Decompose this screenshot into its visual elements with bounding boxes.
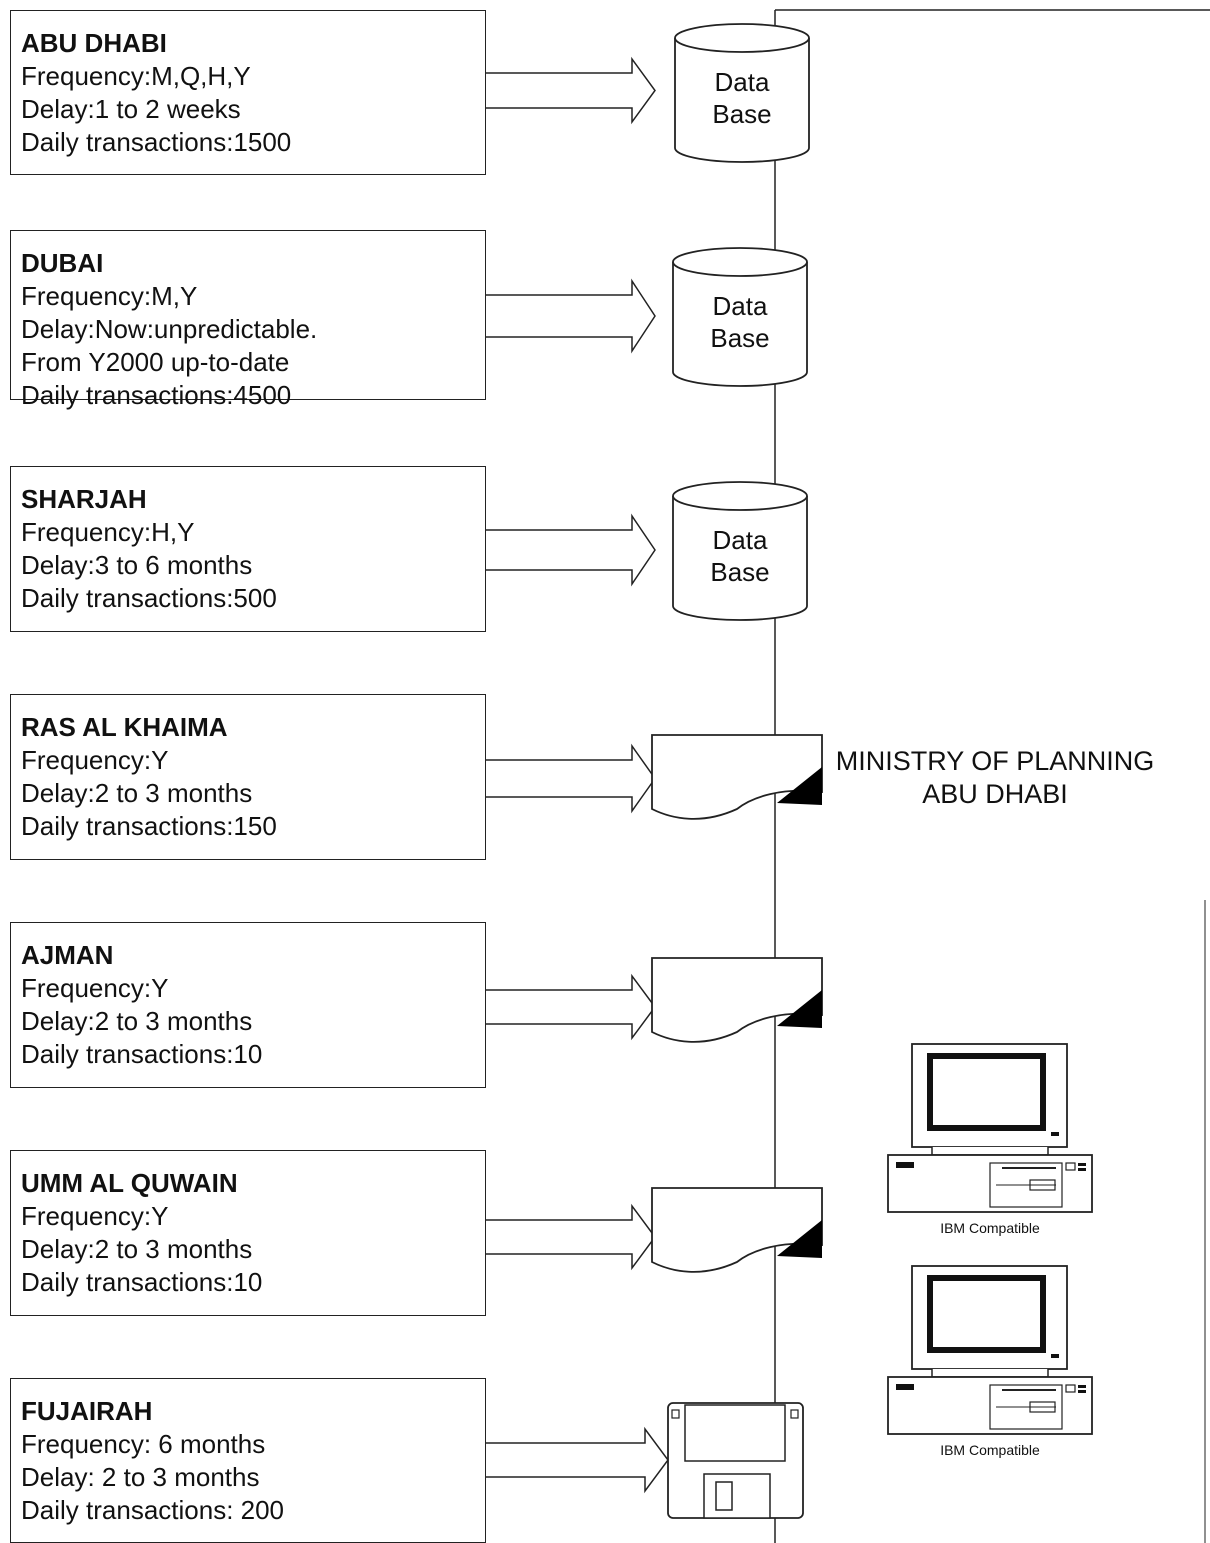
document-icon — [651, 734, 823, 820]
emirate-detail-line: Frequency: 6 months — [21, 1429, 266, 1459]
transfer-arrow — [486, 973, 656, 1041]
ministry-label: MINISTRY OF PLANNING ABU DHABI — [790, 745, 1200, 811]
emirate-detail-line: Delay: 2 to 3 months — [21, 1462, 260, 1492]
emirate-detail-line: Frequency:Y — [21, 973, 169, 1003]
transfer-arrow — [486, 513, 656, 587]
emirate-detail-line: From Y2000 up-to-date — [21, 347, 290, 377]
database-icon — [672, 247, 808, 387]
emirate-detail-line: Delay:3 to 6 months — [21, 550, 253, 580]
database-label-line: Base — [710, 323, 770, 353]
ministry-city: ABU DHABI — [922, 779, 1068, 809]
emirate-name: ABU DHABI — [21, 28, 167, 58]
transfer-arrow — [486, 743, 656, 814]
ministry-name: MINISTRY OF PLANNING — [835, 746, 1155, 776]
emirate-name: SHARJAH — [21, 484, 147, 514]
floppy-disk-icon — [667, 1402, 804, 1519]
emirate-detail-line: Delay:1 to 2 weeks — [21, 94, 241, 124]
emirate-detail-line: Delay:Now:unpredictable. — [21, 314, 318, 344]
emirate-detail-line: Daily transactions:10 — [21, 1267, 263, 1297]
document-corner-mark — [777, 1220, 822, 1258]
emirate-name: RAS AL KHAIMA — [21, 712, 228, 742]
document-corner-mark — [777, 990, 822, 1028]
emirate-detail-line: Delay:2 to 3 months — [21, 1234, 253, 1264]
computer-label: IBM Compatible — [940, 1442, 1040, 1458]
transfer-arrow — [486, 1203, 656, 1271]
emirate-detail-line: Daily transactions:4500 — [21, 380, 292, 410]
computer-label: IBM Compatible — [940, 1220, 1040, 1236]
database-label-line: Data — [714, 67, 770, 97]
emirate-detail-line: Daily transactions:1500 — [21, 127, 292, 157]
document-corner-mark — [777, 767, 822, 805]
transfer-arrow — [486, 1426, 669, 1494]
transfer-arrow — [486, 278, 656, 354]
emirate-detail-line: Daily transactions:150 — [21, 811, 277, 841]
emirate-name: AJMAN — [21, 940, 114, 970]
emirate-detail-line: Frequency:Y — [21, 745, 169, 775]
transfer-arrow — [486, 56, 656, 125]
emirate-detail-line: Delay:2 to 3 months — [21, 1006, 253, 1036]
emirate-detail-line: Daily transactions:10 — [21, 1039, 263, 1069]
document-icon — [651, 1187, 823, 1273]
database-label-line: Data — [712, 525, 768, 555]
emirate-name: DUBAI — [21, 248, 104, 278]
emirate-detail-line: Delay:2 to 3 months — [21, 778, 253, 808]
emirate-detail-line: Daily transactions: 200 — [21, 1495, 285, 1525]
database-icon — [674, 23, 810, 163]
computer-icon — [887, 1265, 1093, 1435]
computer-icon — [887, 1043, 1093, 1213]
database-label-line: Base — [710, 557, 770, 587]
emirate-detail-line: Frequency:M,Q,H,Y — [21, 61, 251, 91]
database-icon — [672, 481, 808, 621]
document-icon — [651, 957, 823, 1043]
database-label-line: Data — [712, 291, 768, 321]
emirate-detail-line: Frequency:M,Y — [21, 281, 198, 311]
emirate-name: UMM AL QUWAIN — [21, 1168, 238, 1198]
database-label-line: Base — [712, 99, 772, 129]
emirate-name: FUJAIRAH — [21, 1396, 153, 1426]
emirate-detail-line: Daily transactions:500 — [21, 583, 277, 613]
emirate-detail-line: Frequency:Y — [21, 1201, 169, 1231]
emirate-detail-line: Frequency:H,Y — [21, 517, 195, 547]
